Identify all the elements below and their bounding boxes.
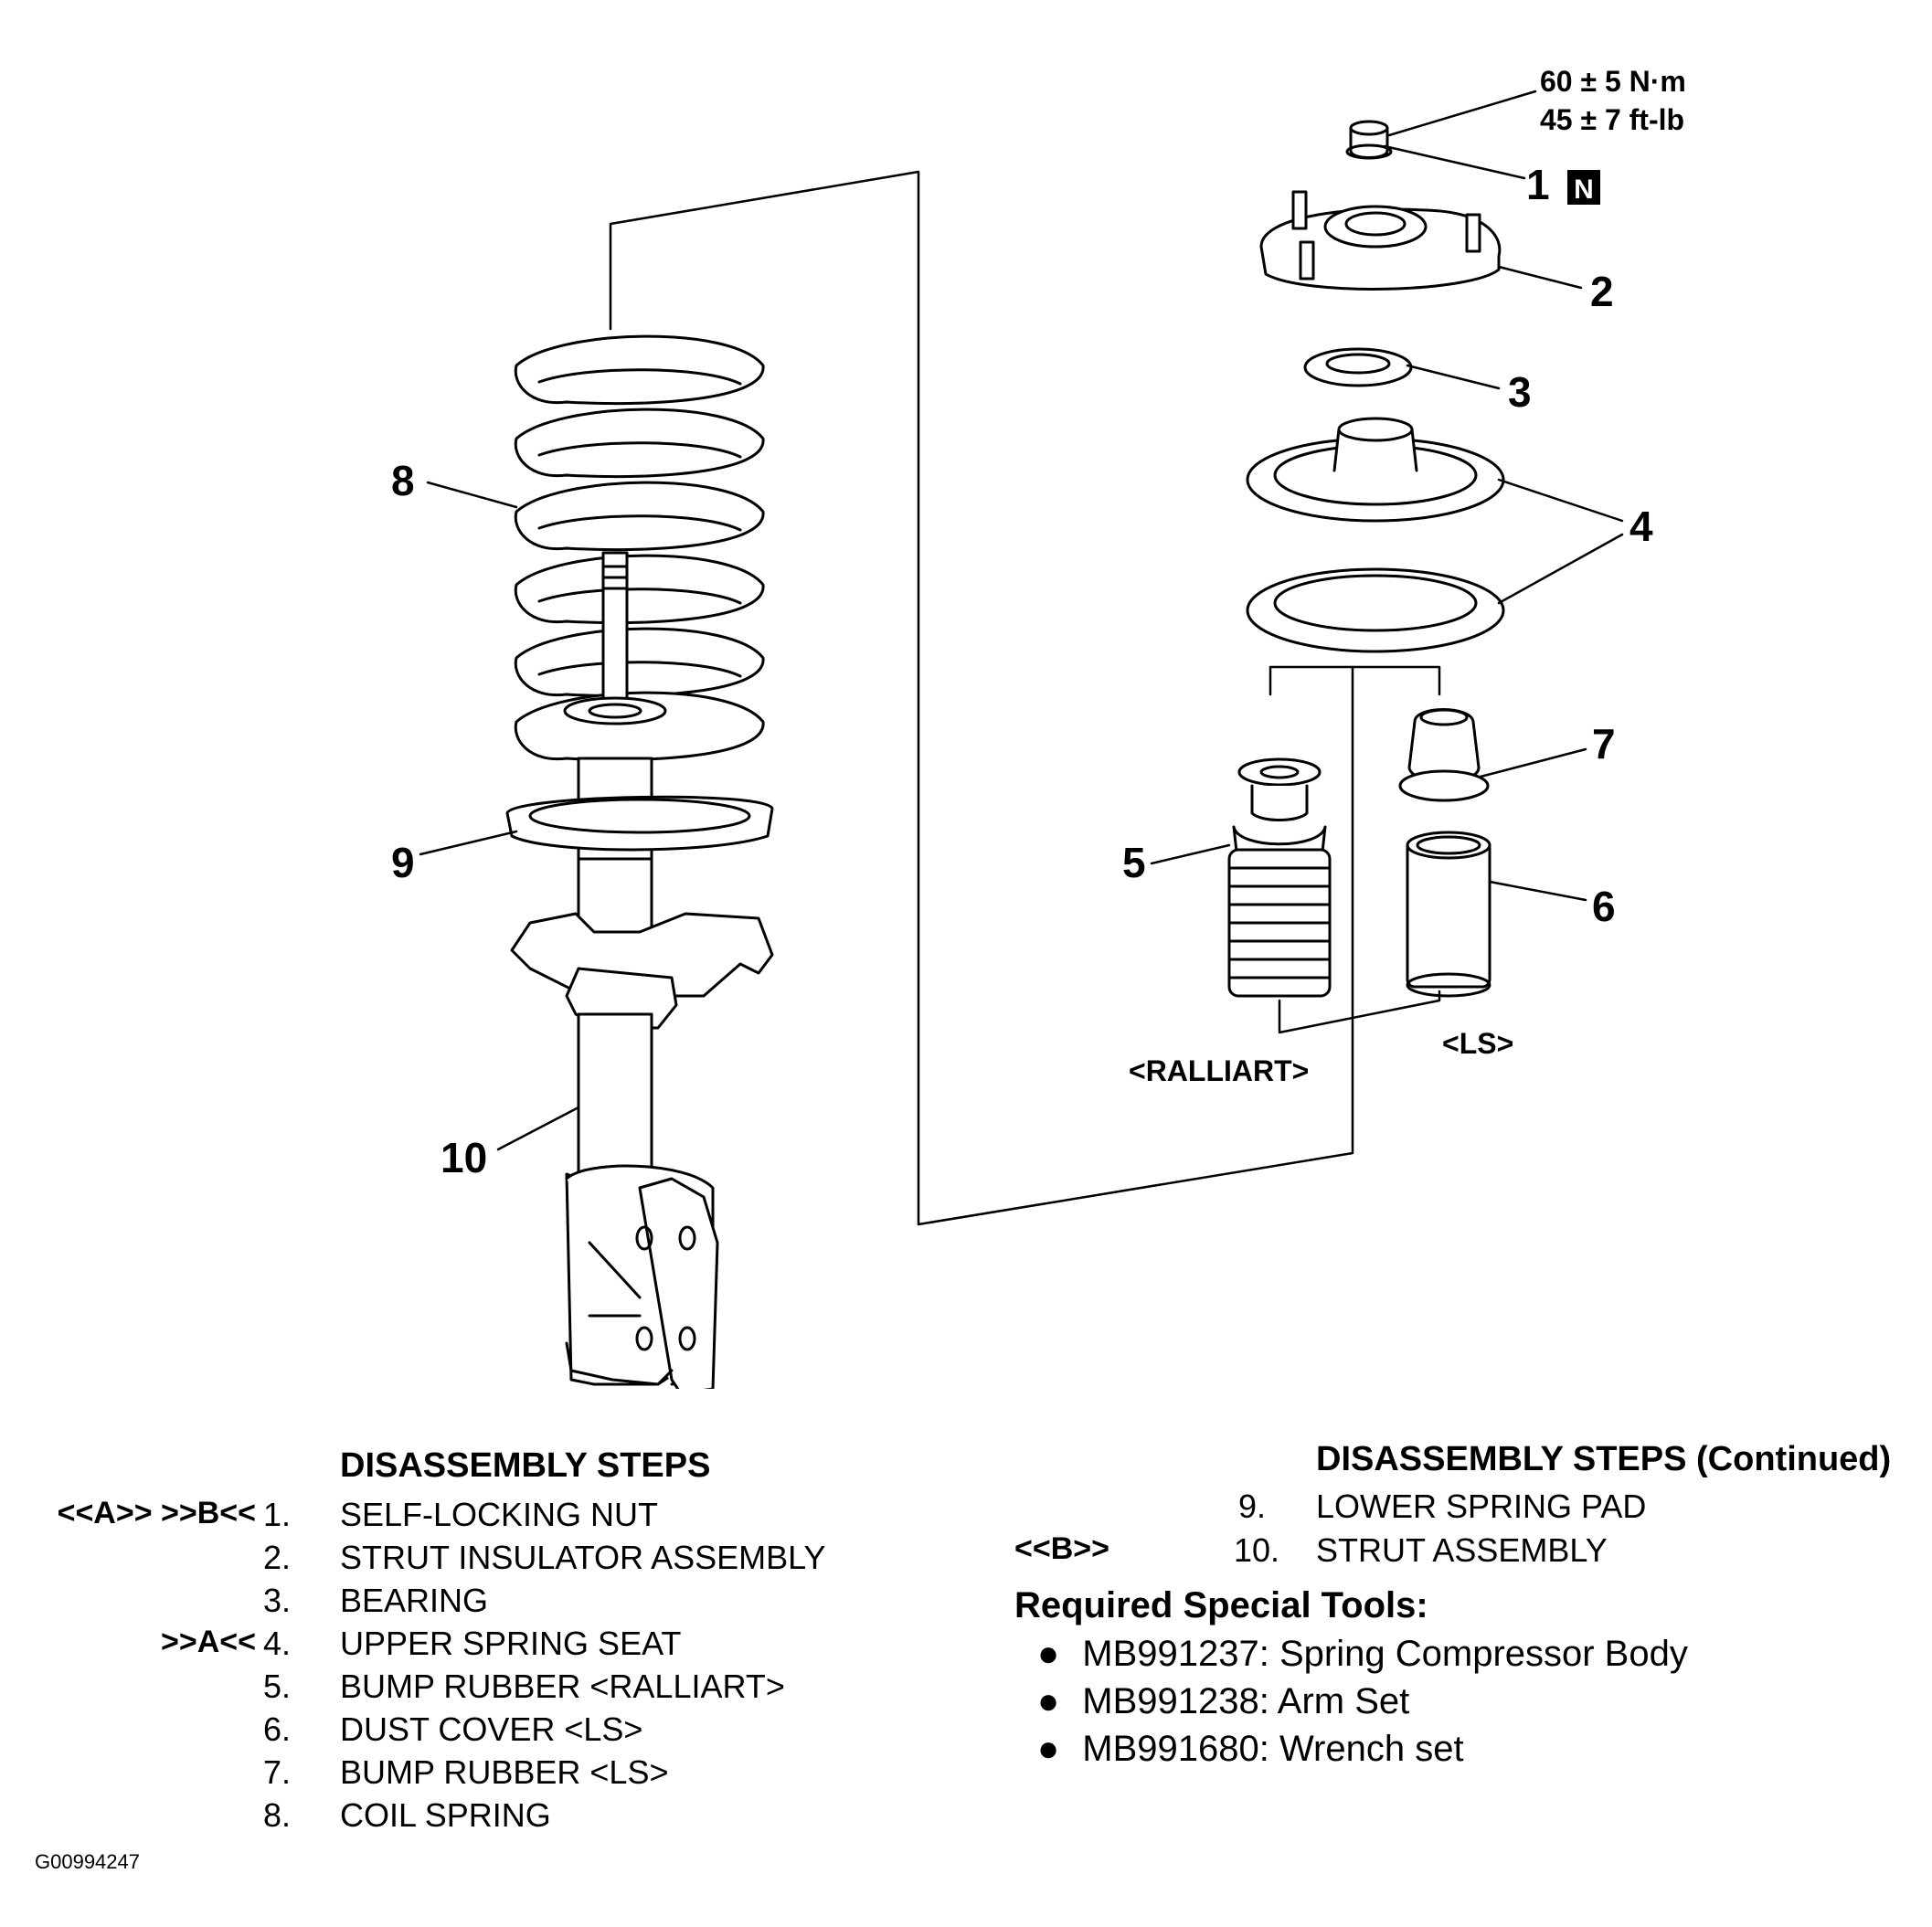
- strut-exploded-diagram: 60 ± 5 N·m 45 ± 7 ft-lb 1 N 2 3 4 5 6 7 …: [391, 65, 1686, 1389]
- callout-6: 6: [1592, 883, 1616, 930]
- callout-9: 9: [391, 839, 415, 886]
- bullet-icon: ●: [1037, 1681, 1060, 1721]
- bump-rubber-ralliart: [1227, 757, 1332, 998]
- callout-4: 4: [1629, 503, 1653, 550]
- step-6-num: 6.: [262, 1710, 291, 1748]
- step-7-label: BUMP RUBBER <LS>: [340, 1753, 669, 1791]
- step-4-label: UPPER SPRING SEAT: [340, 1625, 682, 1662]
- steps-continued-heading: DISASSEMBLY STEPS (Continued): [1316, 1440, 1892, 1478]
- bearing: [1303, 347, 1413, 387]
- callout-5: 5: [1122, 839, 1146, 886]
- callout-3: 3: [1508, 368, 1532, 416]
- step-4-num: 4.: [262, 1625, 291, 1662]
- assembly-guide-lines: [609, 170, 1441, 1226]
- step-1-label: SELF-LOCKING NUT: [340, 1496, 659, 1533]
- step-5-label: BUMP RUBBER <RALLIART>: [340, 1668, 785, 1705]
- figure-id: G00994247: [35, 1850, 140, 1873]
- new-part-mark: N: [1574, 175, 1594, 205]
- step-10-label: STRUT ASSEMBLY: [1316, 1531, 1608, 1569]
- tool-item: ● MB991237: Spring Compressor Body: [1037, 1634, 1688, 1675]
- step-1-num: 1.: [262, 1496, 291, 1533]
- step-5-num: 5.: [262, 1668, 291, 1705]
- bullet-icon: ●: [1037, 1634, 1060, 1674]
- callout-2: 2: [1590, 268, 1614, 315]
- tools-title: Required Special Tools:: [1014, 1585, 1428, 1625]
- variant-ls: <LS>: [1442, 1027, 1513, 1060]
- tool-item: ● MB991238: Arm Set: [1037, 1681, 1409, 1722]
- tool-label: MB991237: Spring Compressor Body: [1082, 1634, 1688, 1674]
- new-part-badge: N: [1567, 170, 1600, 205]
- step-3-num: 3.: [262, 1582, 291, 1619]
- step-10-num: 10.: [1233, 1531, 1279, 1569]
- step-7-num: 7.: [262, 1753, 291, 1791]
- leader-lines: [419, 90, 1624, 1151]
- callout-1: 1: [1526, 161, 1550, 208]
- step-1-flag: <<A>> >>B<<: [57, 1496, 256, 1530]
- step-2-num: 2.: [262, 1539, 291, 1576]
- torque-imperial: 45 ± 7 ft-lb: [1540, 103, 1684, 136]
- tool-label: MB991238: Arm Set: [1082, 1681, 1410, 1721]
- steps-heading: DISASSEMBLY STEPS: [340, 1446, 711, 1485]
- upper-spring-seat: [1246, 417, 1505, 653]
- coil-spring: [514, 334, 765, 762]
- callout-7: 7: [1592, 720, 1616, 768]
- step-6-label: DUST COVER <LS>: [340, 1710, 643, 1748]
- bullet-icon: ●: [1037, 1729, 1060, 1769]
- step-8-num: 8.: [262, 1796, 291, 1834]
- step-3-label: BEARING: [340, 1582, 489, 1619]
- step-10-flag: <<B>>: [1014, 1531, 1109, 1566]
- variant-ralliart: <RALLIART>: [1129, 1054, 1309, 1087]
- strut-insulator: [1259, 190, 1502, 291]
- strut-body: [505, 551, 774, 1389]
- step-9-num: 9.: [1237, 1488, 1266, 1525]
- self-locking-nut: [1345, 120, 1393, 160]
- step-8-label: COIL SPRING: [340, 1796, 551, 1834]
- bump-rubber-ls: [1398, 708, 1490, 802]
- torque-metric: 60 ± 5 N·m: [1540, 65, 1686, 98]
- step-4-flag: >>A<<: [161, 1625, 256, 1659]
- callout-8: 8: [391, 457, 415, 504]
- step-2-label: STRUT INSULATOR ASSEMBLY: [340, 1539, 826, 1576]
- step-9-label: LOWER SPRING PAD: [1316, 1488, 1647, 1525]
- tool-label: MB991680: Wrench set: [1082, 1729, 1464, 1769]
- tool-item: ● MB991680: Wrench set: [1037, 1729, 1464, 1770]
- callout-10: 10: [441, 1134, 487, 1181]
- dust-cover-ls: [1406, 831, 1491, 998]
